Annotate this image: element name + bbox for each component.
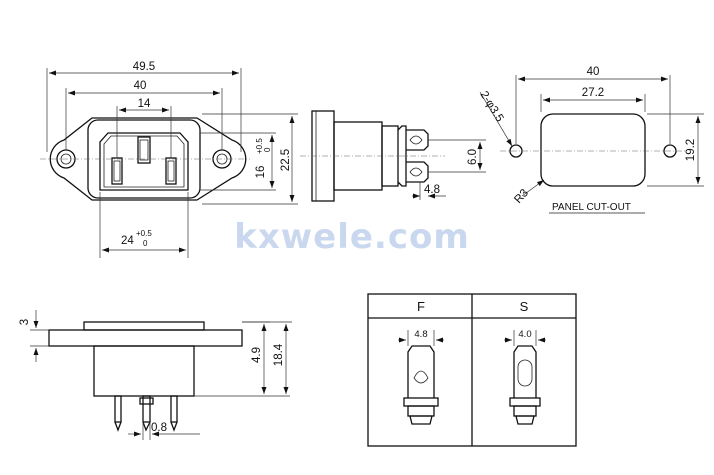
bottom-view: 3 4.9 18.4 0.8 xyxy=(19,310,292,440)
dim-pin-thickness: 0.8 xyxy=(151,422,167,434)
dim-body-width-tol-upper: +0.5 xyxy=(136,229,152,238)
front-view: 49.5 40 14 22.5 16 +0.5 0 24 +0.5 0 xyxy=(40,61,298,258)
bottom-pin-right xyxy=(170,395,178,423)
dim-overall-width: 49.5 xyxy=(133,61,155,73)
cutout-dim-width: 27.2 xyxy=(582,87,604,99)
dim-hole-pitch: 40 xyxy=(134,80,147,92)
side-terminal-lower xyxy=(406,161,429,183)
dim-body-depth: 4.9 xyxy=(251,347,263,363)
bottom-pin-collar xyxy=(139,397,154,405)
cutout-dim-height: 19.2 xyxy=(685,139,697,161)
front-socket xyxy=(99,132,189,191)
cutout-dim-radius: R3 xyxy=(512,187,531,206)
terminal-table: F S 4.8 4.0 xyxy=(367,293,577,447)
dim-body-height: 16 xyxy=(255,166,267,179)
dim-total-depth: 18.4 xyxy=(273,343,285,366)
dim-body-width: 24 xyxy=(121,235,134,247)
side-terminal-upper xyxy=(406,129,429,151)
dim-terminal-width: 4.8 xyxy=(424,184,440,196)
front-pin-center xyxy=(137,136,151,164)
watermark-text: kxwele.com xyxy=(234,217,470,257)
dim-flange: 3 xyxy=(19,319,31,325)
dim-terminal-spacing: 6.0 xyxy=(467,149,479,165)
cutout-dim-hole-pitch: 40 xyxy=(587,66,600,78)
panel-cutout-label: PANEL CUT-OUT xyxy=(552,202,631,213)
panel-cutout-view: 40 27.2 19.2 2-φ3.5 R3 PANEL CUT-OUT xyxy=(477,66,704,214)
front-pin-right xyxy=(165,157,177,185)
bottom-pin-left xyxy=(114,395,122,423)
terminal-f-width: 4.8 xyxy=(414,329,427,340)
terminal-f-header: F xyxy=(417,299,425,314)
dim-body-height-tol-upper: +0.5 xyxy=(255,138,264,154)
terminal-f-drawing: 4.8 xyxy=(398,329,444,425)
side-terminal-block xyxy=(381,125,399,187)
bottom-flange-top xyxy=(83,321,205,331)
cutout-dim-holes: 2-φ3.5 xyxy=(477,89,505,124)
bottom-body xyxy=(93,345,195,397)
terminal-s-width: 4.0 xyxy=(518,329,531,340)
dim-height: 22.5 xyxy=(280,149,292,171)
dim-pin-span: 14 xyxy=(138,98,151,110)
side-view: 6.0 4.8 xyxy=(300,110,486,202)
front-flange-outline xyxy=(49,117,247,201)
cutout-rect xyxy=(540,113,646,187)
dim-body-height-tol-lower: 0 xyxy=(263,147,272,152)
bottom-flange xyxy=(48,329,243,347)
dim-body-width-tol-lower: 0 xyxy=(143,239,148,248)
terminal-s-header: S xyxy=(520,299,529,314)
bottom-pin-center xyxy=(142,395,151,423)
terminal-s-drawing: 4.0 xyxy=(504,329,546,425)
front-pin-left xyxy=(111,157,123,185)
